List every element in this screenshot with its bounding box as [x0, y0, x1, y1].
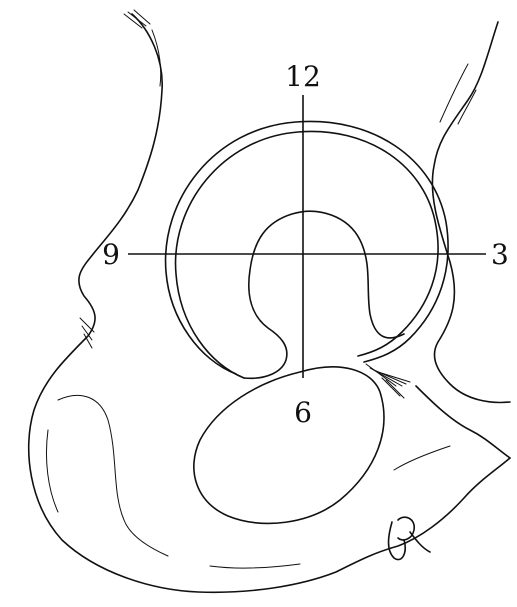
clock-label-3: 3	[491, 238, 509, 271]
clock-label-12: 12	[285, 60, 321, 93]
acetabular-rim-outer	[166, 121, 449, 374]
obturator-foramen	[194, 367, 384, 524]
acetabular-fossa	[244, 211, 404, 378]
clock-label-6: 6	[294, 396, 312, 429]
shading-hatches	[80, 10, 410, 398]
ilium-outline	[29, 14, 510, 592]
artist-signature	[389, 517, 431, 559]
clock-label-9: 9	[102, 238, 120, 271]
bone-contour-strokes	[46, 395, 450, 568]
